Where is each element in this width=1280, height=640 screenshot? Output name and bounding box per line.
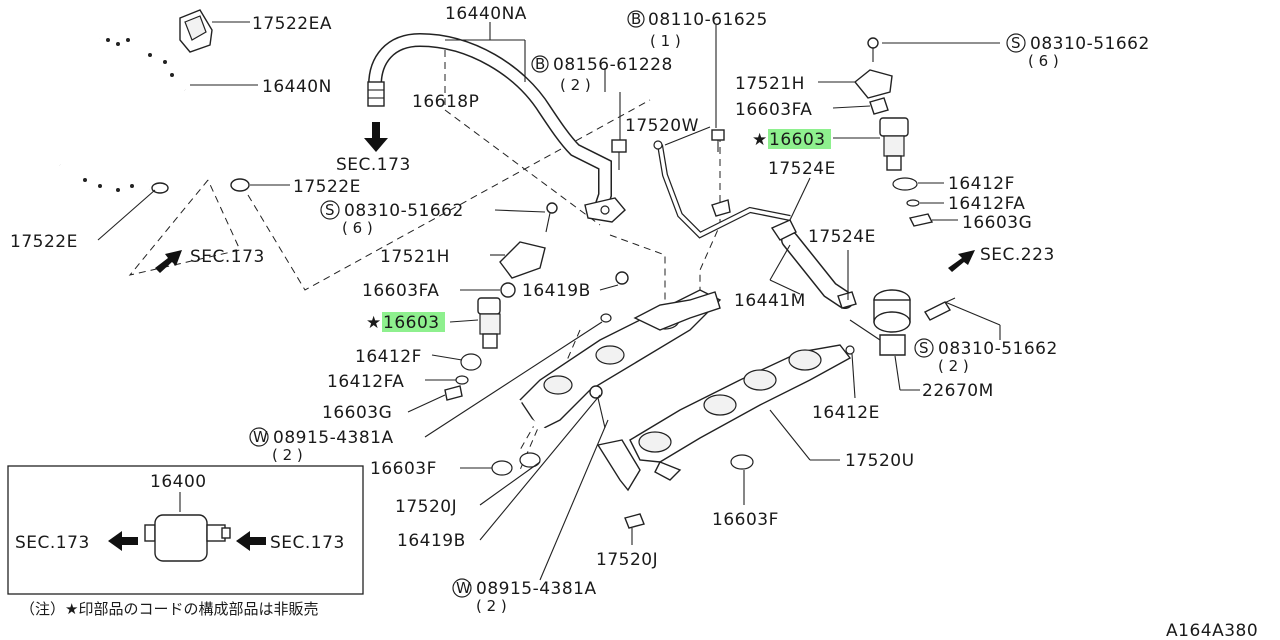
bolt-08110 [711,129,725,152]
label-16419b-bot: 16419B [397,531,466,551]
tube-17520w [653,140,791,239]
label-16412e: 16412E [812,403,880,423]
arrow-up-right-icon [155,250,182,273]
diagram-code: A164A380 [1166,621,1258,640]
label-08310-mid-qty: ( 6 ) [342,219,373,237]
part-labels: 17522EA 16440NA 16440N 16618P B 08156-61… [10,4,1150,615]
label-08310-right-qty: ( 2 ) [938,357,969,375]
fuel-rail-left [491,271,722,529]
label-17520j-left: 17520J [395,497,457,517]
label-08310-51662-top: 08310-51662 [1030,34,1150,54]
circle-s-icon: S [919,339,929,357]
leader-lines [97,21,1001,581]
label-16618p: 16618P [412,92,479,112]
assembly-outline [128,50,721,471]
fuel-rail-right [629,344,852,481]
label-17522e-left: 17522E [10,232,78,252]
circle-s-icon: S [325,201,335,219]
injector-stack-top [854,37,934,227]
label-08915-4381a-top: 08915-4381A [273,428,394,448]
label-sec173-mid: SEC.173 [336,155,411,175]
arrow-up-right-icon [948,250,975,272]
label-17520j-bot: 17520J [596,550,658,570]
label-17520w: 17520W [625,116,699,136]
label-17524e-mid: 17524E [808,227,876,247]
clip-17522ea [179,9,213,53]
label-16603fa-mid: 16603FA [362,281,439,301]
label-16603fa-top: 16603FA [735,100,812,120]
label-16603f-right: 16603F [712,510,779,530]
star-icon: ★ [366,313,382,333]
label-inset-sec173-left: SEC.173 [15,533,90,553]
label-16440na: 16440NA [445,4,527,24]
label-08310-51662-right: 08310-51662 [938,339,1058,359]
arrow-down-icon [364,122,388,152]
label-08156-qty: ( 2 ) [560,76,591,94]
circle-b-icon: B [631,10,641,28]
label-16603-top: 16603 [769,130,826,150]
label-16412fa-mid: 16412FA [327,372,404,392]
label-inset-sec173-right: SEC.173 [270,533,345,553]
tube-16440na [367,32,626,223]
label-22670m: 22670M [922,381,994,401]
circle-w-icon: W [253,428,268,446]
label-16419b-top: 16419B [522,281,591,301]
label-16400: 16400 [150,472,207,492]
label-16412fa-top: 16412FA [948,194,1025,214]
label-08915-bot-qty: ( 2 ) [476,597,507,615]
label-17520u: 17520U [845,451,915,471]
circle-w-icon: W [456,579,471,597]
label-17521h-top: 17521H [735,74,805,94]
fuel-filter-icon [144,514,231,562]
label-16603-mid: 16603 [383,313,440,333]
label-16603g-mid: 16603G [322,403,392,423]
label-17521h-mid: 17521H [380,247,450,267]
label-08310-51662-mid: 08310-51662 [344,201,464,221]
label-08915-4381a-bot: 08915-4381A [476,579,597,599]
label-16412f-mid: 16412F [355,347,422,367]
regulator-22670m [845,289,956,356]
label-16441m: 16441M [734,291,806,311]
label-17524e-top: 17524E [768,159,836,179]
label-08310-top-qty: ( 6 ) [1028,52,1059,70]
bolt-08156 [611,139,627,170]
hose-16441m [770,219,857,309]
circle-s-icon: S [1011,34,1021,52]
label-sec223: SEC.223 [980,245,1055,265]
label-17522ea: 17522EA [252,14,332,34]
label-16603g-top: 16603G [962,213,1032,233]
label-16603f-left: 16603F [370,459,437,479]
hose-16440n [23,24,250,202]
circle-b-icon: B [535,55,545,73]
star-icon: ★ [752,130,768,150]
arrow-left-icon [236,531,266,551]
label-16440n: 16440N [262,77,332,97]
label-sec173-left: SEC.173 [190,247,265,267]
arrow-left-icon [108,531,138,551]
label-17522e-right: 17522E [293,177,361,197]
footnote: （注）★印部品のコードの構成部品は非販売 [20,600,318,618]
inset-fuel-filter: 16400 SEC.173 SEC.173 [7,465,364,595]
label-08156-61228: 08156-61228 [553,55,673,75]
label-08110-qty: ( 1 ) [650,32,681,50]
injector-stack-mid [444,202,558,401]
label-08110-61625: 08110-61625 [648,10,768,30]
label-08915-top-qty: ( 2 ) [272,446,303,464]
label-16412f-top: 16412F [948,174,1015,194]
